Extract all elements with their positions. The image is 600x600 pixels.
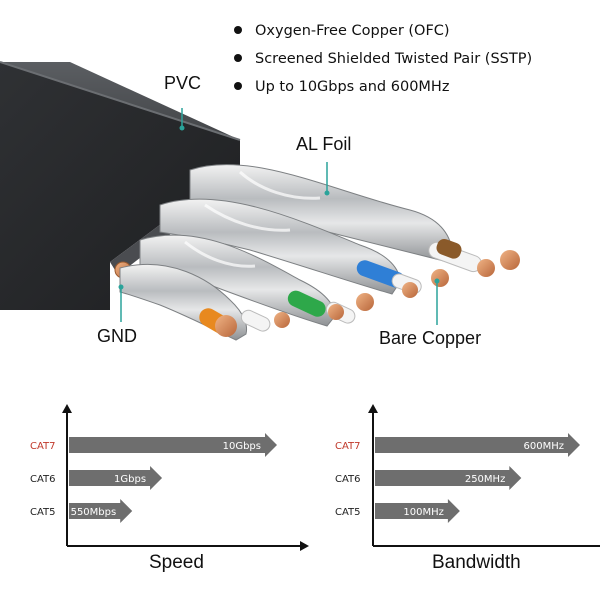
speed-category-label: CAT5 bbox=[30, 507, 56, 518]
speed-value-label: 1Gbps bbox=[114, 474, 146, 485]
feature-text: Screened Shielded Twisted Pair (SSTP) bbox=[255, 51, 533, 67]
bandwidth-category-label: CAT6 bbox=[335, 474, 361, 485]
feature-text: Oxygen-Free Copper (OFC) bbox=[255, 23, 450, 39]
speed-category-label: CAT7 bbox=[30, 441, 56, 452]
bandwidth-bar-cat7 bbox=[375, 433, 580, 457]
bandwidth-bar-cat6 bbox=[375, 466, 522, 490]
bandwidth-category-label: CAT7 bbox=[335, 441, 361, 452]
speed-x-axis-arrowhead bbox=[300, 541, 309, 551]
speed-bar-cat7 bbox=[69, 433, 277, 457]
callout-pvc: PVC bbox=[164, 73, 202, 93]
callout-pointers bbox=[118, 108, 440, 325]
feature-text: Up to 10Gbps and 600MHz bbox=[255, 79, 450, 95]
speed-y-axis-arrowhead bbox=[62, 404, 72, 413]
feature-item: Up to 10Gbps and 600MHz bbox=[234, 73, 532, 101]
cable-illustration bbox=[0, 61, 520, 341]
feature-list: Oxygen-Free Copper (OFC) Screened Shield… bbox=[234, 17, 532, 101]
speed-bar-cat6 bbox=[69, 466, 163, 490]
bandwidth-bar-cat5 bbox=[375, 499, 460, 523]
bandwidth-category-label: CAT5 bbox=[335, 507, 361, 518]
foil-pair-orange bbox=[119, 263, 290, 341]
speed-bar-cat5 bbox=[69, 499, 133, 523]
bandwidth-value-label: 100MHz bbox=[403, 507, 443, 518]
feature-item: Screened Shielded Twisted Pair (SSTP) bbox=[234, 45, 532, 73]
speed-category-label: CAT6 bbox=[30, 474, 56, 485]
bullet-icon bbox=[234, 26, 242, 34]
feature-item: Oxygen-Free Copper (OFC) bbox=[234, 17, 532, 45]
bandwidth-value-label: 600MHz bbox=[524, 441, 564, 452]
bandwidth-chart-label: Bandwidth bbox=[432, 552, 521, 573]
foil-pair-brown bbox=[189, 164, 520, 277]
bandwidth-y-axis-arrowhead bbox=[368, 404, 378, 413]
callout-bare-copper: Bare Copper bbox=[379, 328, 482, 348]
bullet-icon bbox=[234, 82, 242, 90]
callout-gnd: GND bbox=[97, 326, 137, 346]
bullet-icon bbox=[234, 54, 242, 62]
bandwidth-value-label: 250MHz bbox=[465, 474, 505, 485]
callout-al-foil: AL Foil bbox=[296, 134, 352, 154]
foil-pair-blue bbox=[159, 198, 449, 298]
speed-chart-label: Speed bbox=[149, 552, 204, 573]
speed-value-label: 10Gbps bbox=[223, 441, 261, 452]
speed-value-label: 550Mbps bbox=[71, 507, 117, 518]
